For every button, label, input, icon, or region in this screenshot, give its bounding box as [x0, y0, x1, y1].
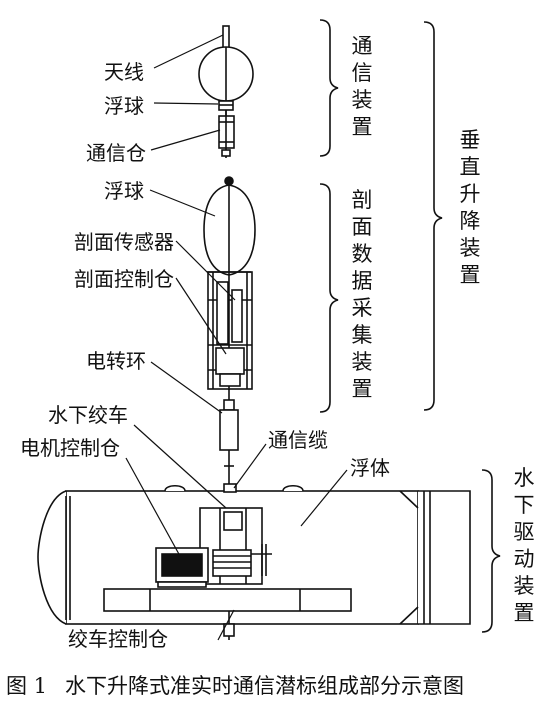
- bracket-underwater-drive: [481, 469, 501, 633]
- group-char: 置: [513, 601, 535, 625]
- group-char: 采: [351, 296, 373, 320]
- label-top-float: 浮球: [104, 94, 144, 118]
- group-char: 剖: [351, 188, 373, 212]
- base-plate: [103, 588, 352, 612]
- comm-cabin-body: [218, 115, 235, 158]
- profile-sensor-body: [216, 281, 243, 345]
- label-comm-cable: 通信缆: [268, 428, 328, 452]
- group-char: 装: [513, 574, 535, 598]
- group-char: 通: [351, 34, 373, 58]
- group-label-profile-device: 剖 面 数 据 采 集 装 置: [350, 190, 374, 406]
- label-profile-control-cabin: 剖面控制仓: [74, 267, 174, 291]
- winch-drum: [212, 544, 272, 577]
- label-underwater-winch: 水下绞车: [48, 403, 128, 427]
- bracket-comm-device: [319, 19, 339, 157]
- bracket-vertical-lift: [423, 21, 443, 411]
- group-char: 据: [351, 269, 373, 293]
- group-char: 信: [351, 61, 373, 85]
- group-label-underwater-drive: 水 下 驱 动 装 置: [512, 468, 536, 630]
- motor-control-cabin-body: [155, 547, 209, 588]
- group-label-comm-device: 通 信 装 置: [350, 36, 374, 144]
- label-antenna: 天线: [104, 60, 144, 84]
- group-char: 置: [351, 377, 373, 401]
- group-char: 装: [459, 236, 481, 260]
- group-char: 直: [459, 155, 481, 179]
- top-float-shackle: [218, 100, 234, 116]
- group-char: 置: [351, 115, 373, 139]
- figure-caption: 图 1 水下升降式准实时通信潜标组成部分示意图: [6, 674, 464, 698]
- bracket-profile-device: [319, 183, 339, 413]
- label-winch-control-cabin: 绞车控制仓: [68, 627, 168, 651]
- profile-control-cabin-body: [215, 347, 245, 387]
- group-char: 置: [459, 263, 481, 287]
- group-char: 装: [351, 88, 373, 112]
- label-motor-control-cabin: 电机控制仓: [20, 436, 120, 460]
- hull-hatch-details: [164, 483, 304, 493]
- group-char: 装: [351, 350, 373, 374]
- slip-ring-body: [219, 389, 239, 488]
- label-float-body: 浮体: [350, 456, 390, 480]
- label-profile-sensor: 剖面传感器: [74, 230, 174, 254]
- group-char: 升: [459, 182, 481, 206]
- group-char: 驱: [513, 520, 535, 544]
- group-char: 降: [459, 209, 481, 233]
- group-char: 下: [513, 493, 535, 517]
- figure-caption-text: 水下升降式准实时通信潜标组成部分示意图: [65, 674, 465, 698]
- group-char: 面: [351, 215, 373, 239]
- group-label-vertical-lift: 垂 直 升 降 装 置: [458, 130, 482, 292]
- group-char: 动: [513, 547, 535, 571]
- group-char: 集: [351, 323, 373, 347]
- label-comm-cabin: 通信仓: [86, 141, 146, 165]
- leader-lines: [125, 34, 348, 641]
- group-char: 水: [513, 466, 535, 490]
- figure-number: 图 1: [6, 674, 48, 698]
- group-char: 垂: [459, 128, 481, 152]
- group-char: 数: [351, 242, 373, 266]
- top-float-sphere: [198, 46, 254, 102]
- label-mid-float: 浮球: [104, 179, 144, 203]
- label-slip-ring: 电转环: [86, 349, 146, 373]
